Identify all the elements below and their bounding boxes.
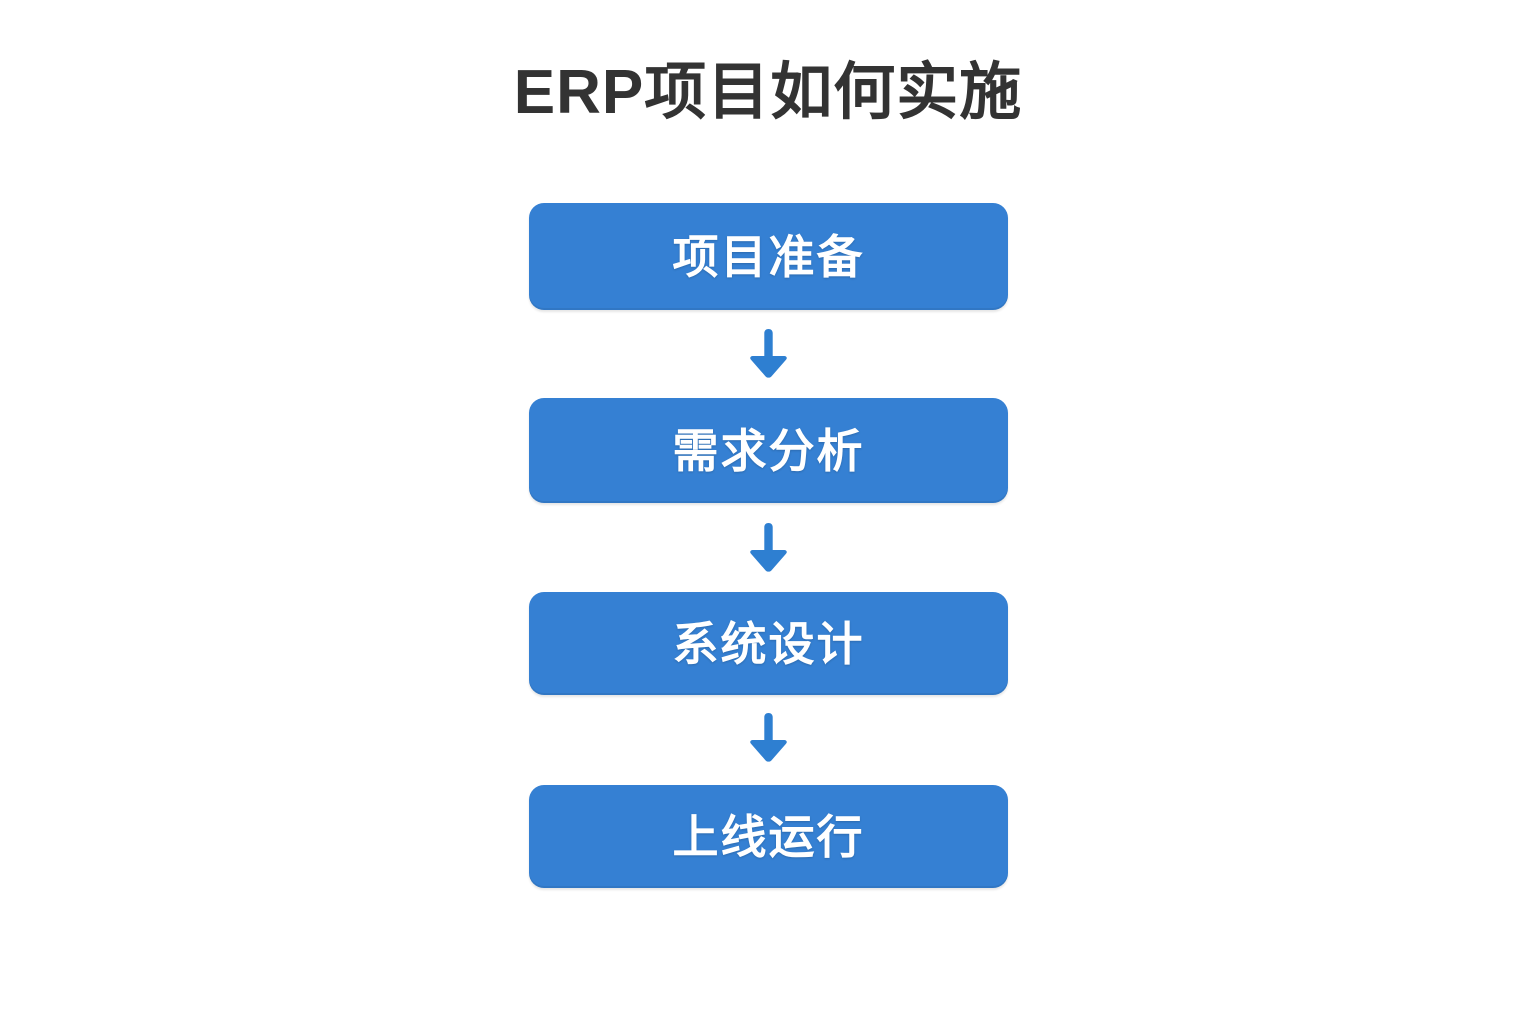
arrow-down-icon	[748, 522, 789, 574]
flow-node-label: 上线运行	[672, 810, 865, 863]
flow-node-step-1[interactable]: 项目准备	[529, 203, 1008, 310]
flow-node-step-2[interactable]: 需求分析	[529, 398, 1008, 503]
flow-node-step-4[interactable]: 上线运行	[529, 785, 1008, 888]
flow-node-label: 需求分析	[672, 424, 865, 477]
flow-node-step-3[interactable]: 系统设计	[529, 592, 1008, 695]
page-title: ERP项目如何实施	[513, 58, 1023, 127]
flow-node-label: 系统设计	[672, 617, 865, 670]
arrow-down-icon	[748, 712, 789, 764]
arrow-down-icon	[748, 328, 789, 380]
flow-node-label: 项目准备	[672, 230, 865, 283]
